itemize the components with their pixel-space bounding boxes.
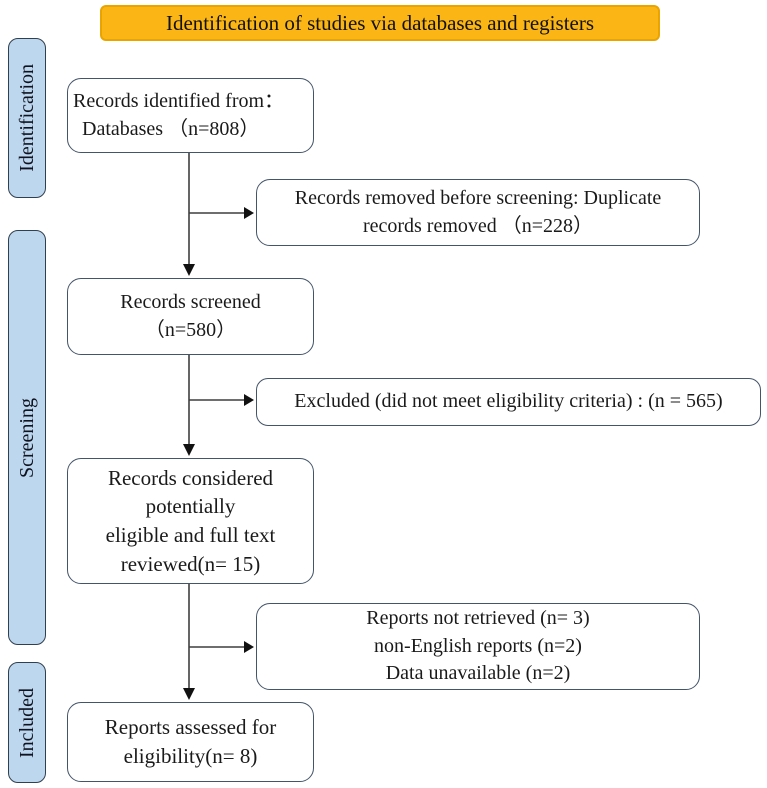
arrow-to-records-removed-icon [189, 207, 254, 219]
box-reports-not-retrieved-line1: Reports not retrieved (n= 3) [366, 607, 590, 630]
diagram-title-banner: Identification of studies via databases … [100, 5, 660, 41]
box-reports-assessed: Reports assessed for eligibility(n= 8) [67, 702, 314, 782]
box-full-text-reviewed-line3: eligible and full text [105, 523, 276, 547]
box-full-text-reviewed: Records considered potentially eligible … [67, 458, 314, 584]
arrow-fulltext-to-assessed-icon [183, 584, 195, 700]
box-records-removed-line2: records removed （n=228） [362, 214, 594, 237]
box-reports-assessed-line2: eligibility(n= 8) [123, 744, 258, 768]
box-reports-not-retrieved: Reports not retrieved (n= 3) non-English… [256, 603, 700, 690]
box-records-removed-line1: Records removed before screening: Duplic… [294, 186, 662, 209]
stage-label-identification-text: Identification [15, 64, 38, 172]
arrow-to-not-retrieved-icon [189, 641, 254, 653]
box-records-identified: Records identified from： Databases （n=80… [67, 78, 314, 153]
box-records-screened-line2: （n=580） [144, 318, 237, 341]
stage-label-identification: Identification [8, 38, 46, 198]
box-full-text-reviewed-line1: Records considered [107, 465, 274, 490]
box-excluded-line1: Excluded (did not meet eligibility crite… [294, 390, 723, 413]
box-excluded: Excluded (did not meet eligibility crite… [256, 378, 761, 426]
box-reports-not-retrieved-line2: non-English reports (n=2) [374, 634, 582, 657]
arrow-screened-to-fulltext-icon [183, 355, 195, 456]
box-records-screened-line1: Records screened [120, 290, 261, 313]
box-records-removed: Records removed before screening: Duplic… [256, 179, 700, 246]
box-full-text-reviewed-line4: reviewed(n= 15) [120, 551, 261, 576]
arrow-to-excluded-icon [189, 394, 254, 406]
box-records-identified-line1: Records identified from： [73, 89, 285, 112]
box-records-identified-line2: Databases （n=808） [82, 117, 260, 140]
box-reports-assessed-line1: Reports assessed for [104, 715, 277, 740]
stage-label-screening: Screening [8, 230, 46, 645]
box-full-text-reviewed-line2: potentially [145, 494, 236, 519]
box-reports-not-retrieved-line3: Data unavailable (n=2) [385, 662, 571, 685]
stage-label-screening-text: Screening [15, 397, 38, 478]
box-records-screened: Records screened （n=580） [67, 278, 314, 355]
arrow-identified-to-screened-icon [183, 153, 195, 276]
stage-label-included: Included [8, 662, 46, 783]
stage-label-included-text: Included [15, 687, 38, 758]
